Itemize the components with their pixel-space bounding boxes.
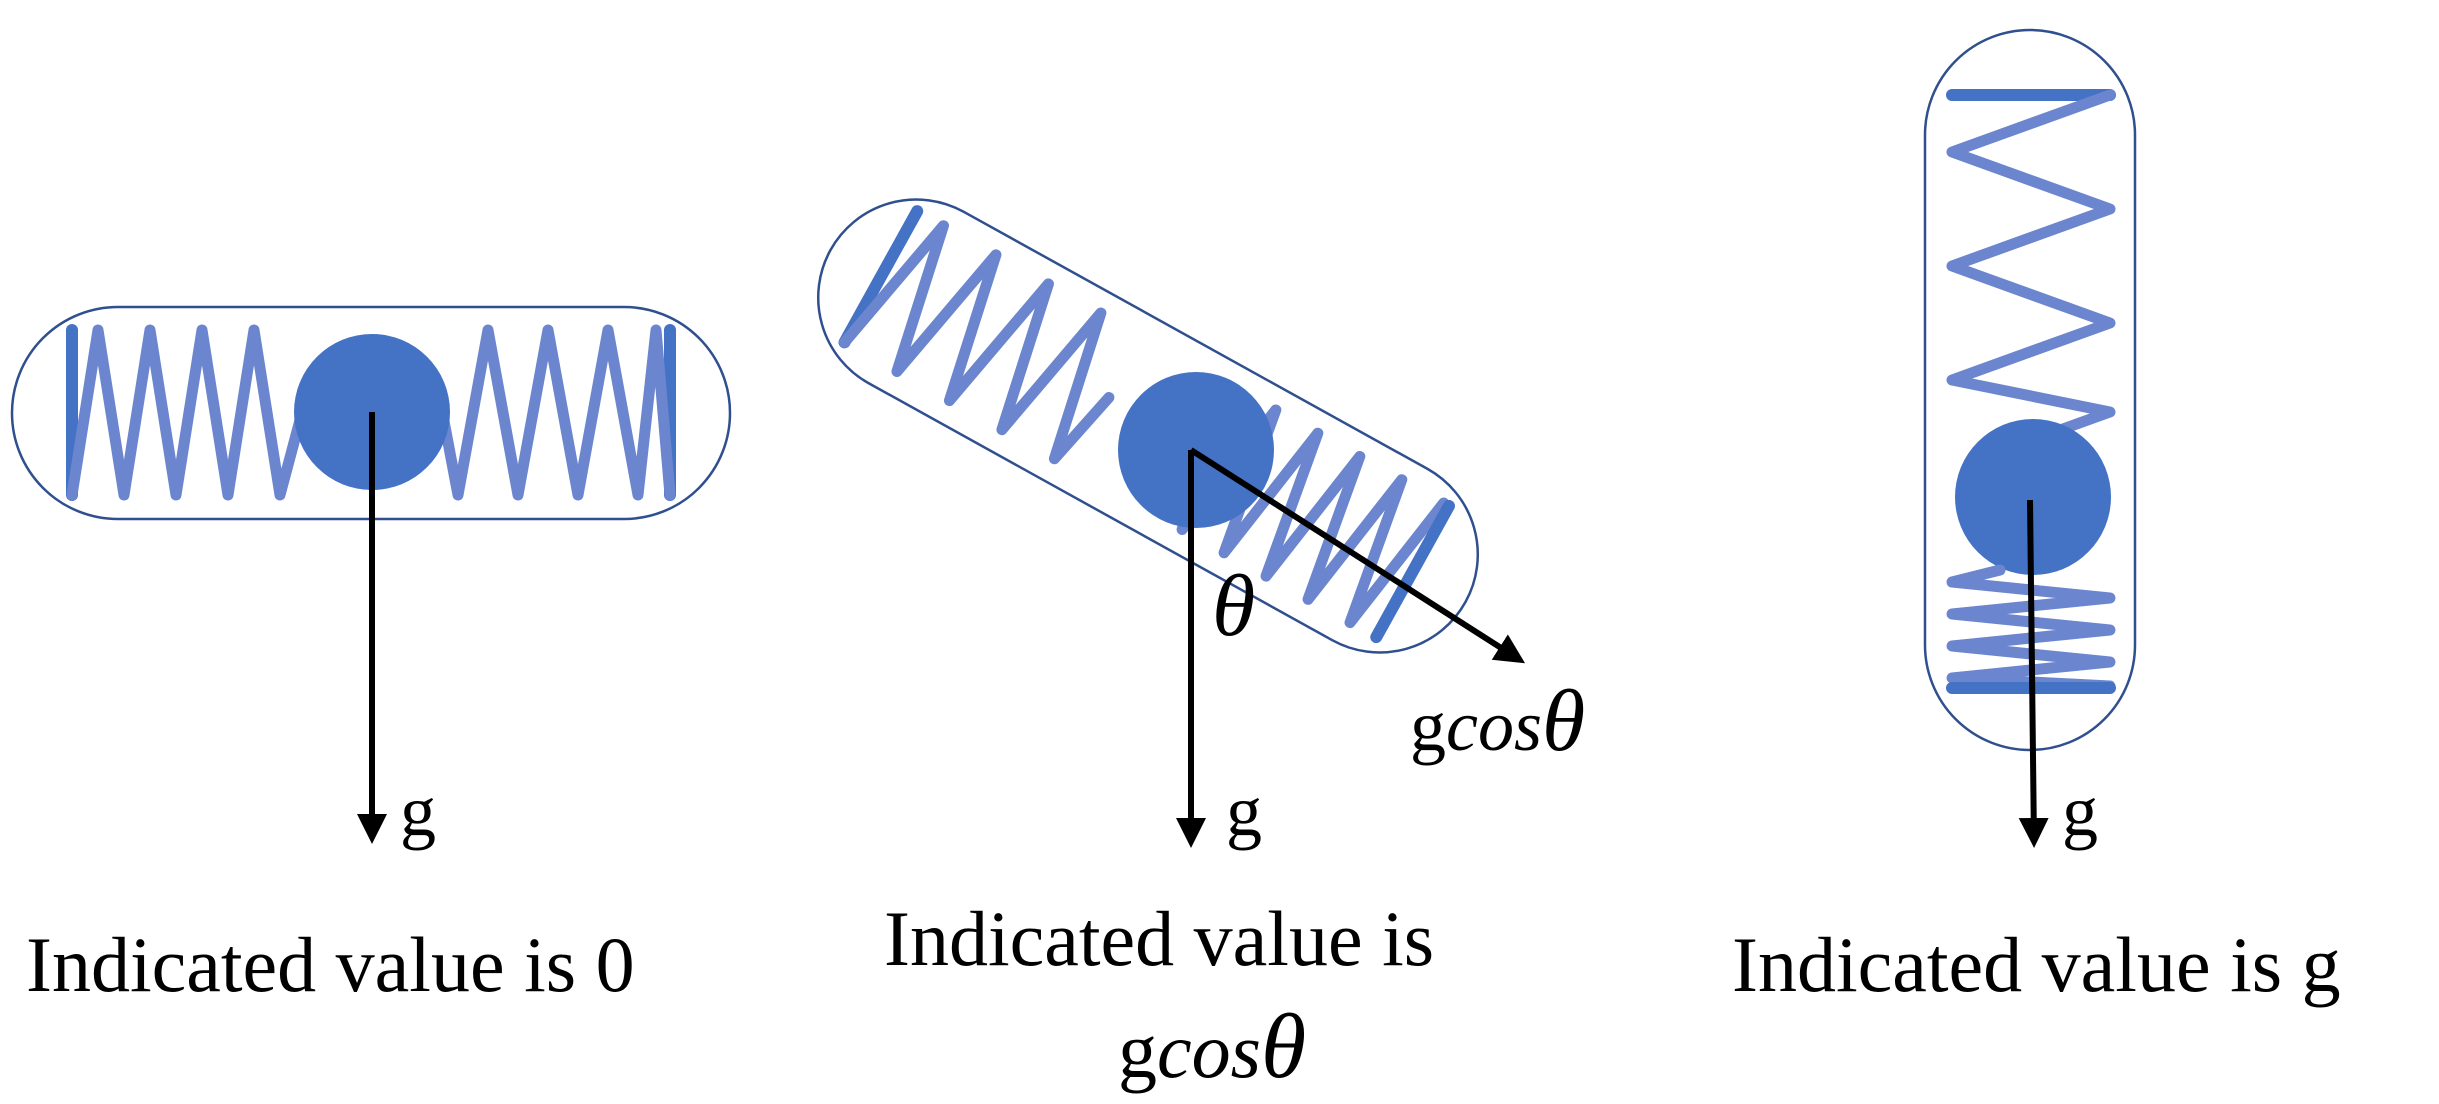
component-label-tilted: gcosθ bbox=[1410, 673, 1585, 770]
caption-tilted-cos: cos bbox=[1157, 1007, 1261, 1094]
caption-tilted-line2: gcosθ bbox=[1118, 1000, 1306, 1092]
theta-label: θ bbox=[1212, 558, 1255, 655]
spring-lower-vertical bbox=[1946, 564, 2116, 692]
component-label-cos: cos bbox=[1446, 686, 1542, 766]
spring-upper-vertical bbox=[1946, 89, 2116, 436]
caption-tilted-line1: Indicated value is bbox=[884, 895, 1435, 982]
gravity-label-horizontal: g bbox=[400, 771, 436, 851]
caption-tilted-theta: θ bbox=[1260, 995, 1307, 1097]
gravity-label-tilted: g bbox=[1226, 771, 1262, 851]
component-label-theta: θ bbox=[1542, 673, 1585, 770]
component-arrow-tilted bbox=[1189, 447, 1526, 664]
spring-right-horizontal bbox=[434, 324, 676, 501]
panel-vertical: g bbox=[1923, 28, 2137, 851]
mass-ball-vertical bbox=[1955, 419, 2111, 575]
spring-end-plate-tilted-bottom bbox=[1370, 499, 1455, 644]
caption-tilted-g: g bbox=[1118, 1007, 1157, 1094]
gravity-label-vertical: g bbox=[2062, 771, 2098, 851]
gravity-arrow-vertical bbox=[2018, 499, 2049, 848]
panel-horizontal: g bbox=[10, 305, 732, 851]
caption-vertical: Indicated value is g bbox=[1732, 921, 2341, 1008]
panel-tilted: θ g gcosθ bbox=[816, 198, 1585, 851]
spring-upper-tilted bbox=[838, 220, 1115, 465]
caption-horizontal: Indicated value is 0 bbox=[26, 921, 635, 1008]
capsule-tilted bbox=[816, 198, 1480, 654]
spring-left-horizontal bbox=[66, 324, 326, 501]
component-label-g: g bbox=[1410, 686, 1446, 766]
